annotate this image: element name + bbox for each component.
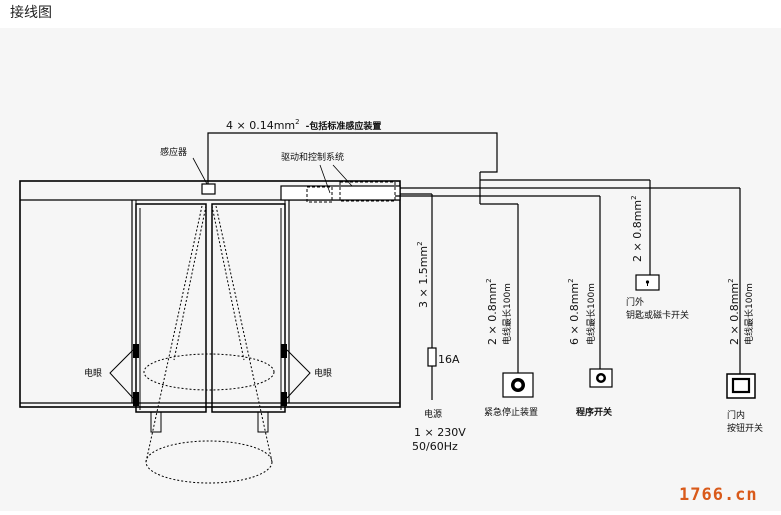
watermark: 1766.cn xyxy=(679,485,758,505)
emergency-max-len: 电线最长100m xyxy=(501,283,513,345)
program-max-len: 电线最长100m xyxy=(585,283,597,345)
wiring-diagram: 电眼 电眼 感应器 驱动和控制系统 4 × 0.14mm2-包括标准感应装置 xyxy=(19,118,763,505)
power-cable-label: 3 × 1.5mm2 xyxy=(416,241,430,308)
inner-button-label-1: 门内 xyxy=(727,409,745,421)
key-switch-label-2: 钥匙或磁卡开关 xyxy=(626,309,689,321)
inner-button-max-len: 电线最长100m xyxy=(743,283,755,345)
top-cable-label: 4 × 0.14mm2-包括标准感应装置 xyxy=(226,118,381,132)
emergency-cable-label: 2 × 0.8mm2 xyxy=(485,278,499,345)
door-frame xyxy=(19,180,401,408)
inner-button-label-2: 按钮开关 xyxy=(727,422,763,434)
sensor-box xyxy=(201,183,216,195)
drive-label: 驱动和控制系统 xyxy=(281,151,344,163)
power-frequency: 50/60Hz xyxy=(412,440,458,453)
power-label: 电源 xyxy=(424,408,442,420)
key-switch-cable-label: 2 × 0.8mm2 xyxy=(630,195,644,262)
program-label: 程序开关 xyxy=(576,406,612,418)
photo-eye-right-top xyxy=(281,344,287,358)
inner-button-device xyxy=(726,373,756,399)
sensor-beam xyxy=(143,205,275,484)
program-cable-label: 6 × 0.8mm2 xyxy=(567,278,581,345)
header-bar: 接线图 xyxy=(0,0,781,22)
photo-eye-left-label: 电眼 xyxy=(84,367,102,379)
key-switch-label-1: 门外 xyxy=(626,296,644,308)
sensor-label: 感应器 xyxy=(160,146,187,158)
fuse-label: 16A xyxy=(438,353,460,366)
emergency-label: 紧急停止装置 xyxy=(484,406,538,418)
fuse xyxy=(427,347,437,367)
power-voltage: 1 × 230V xyxy=(414,426,466,439)
page-title: 接线图 xyxy=(10,5,52,21)
inner-button-cable-label: 2 × 0.8mm2 xyxy=(727,278,741,345)
photo-eye-left-bottom xyxy=(133,392,139,406)
photo-eye-left-top xyxy=(133,344,139,358)
diagram-panel: 电眼 电眼 感应器 驱动和控制系统 4 × 0.14mm2-包括标准感应装置 xyxy=(0,28,781,511)
photo-eye-right-label: 电眼 xyxy=(314,367,332,379)
photo-eye-right-bottom xyxy=(281,392,287,406)
